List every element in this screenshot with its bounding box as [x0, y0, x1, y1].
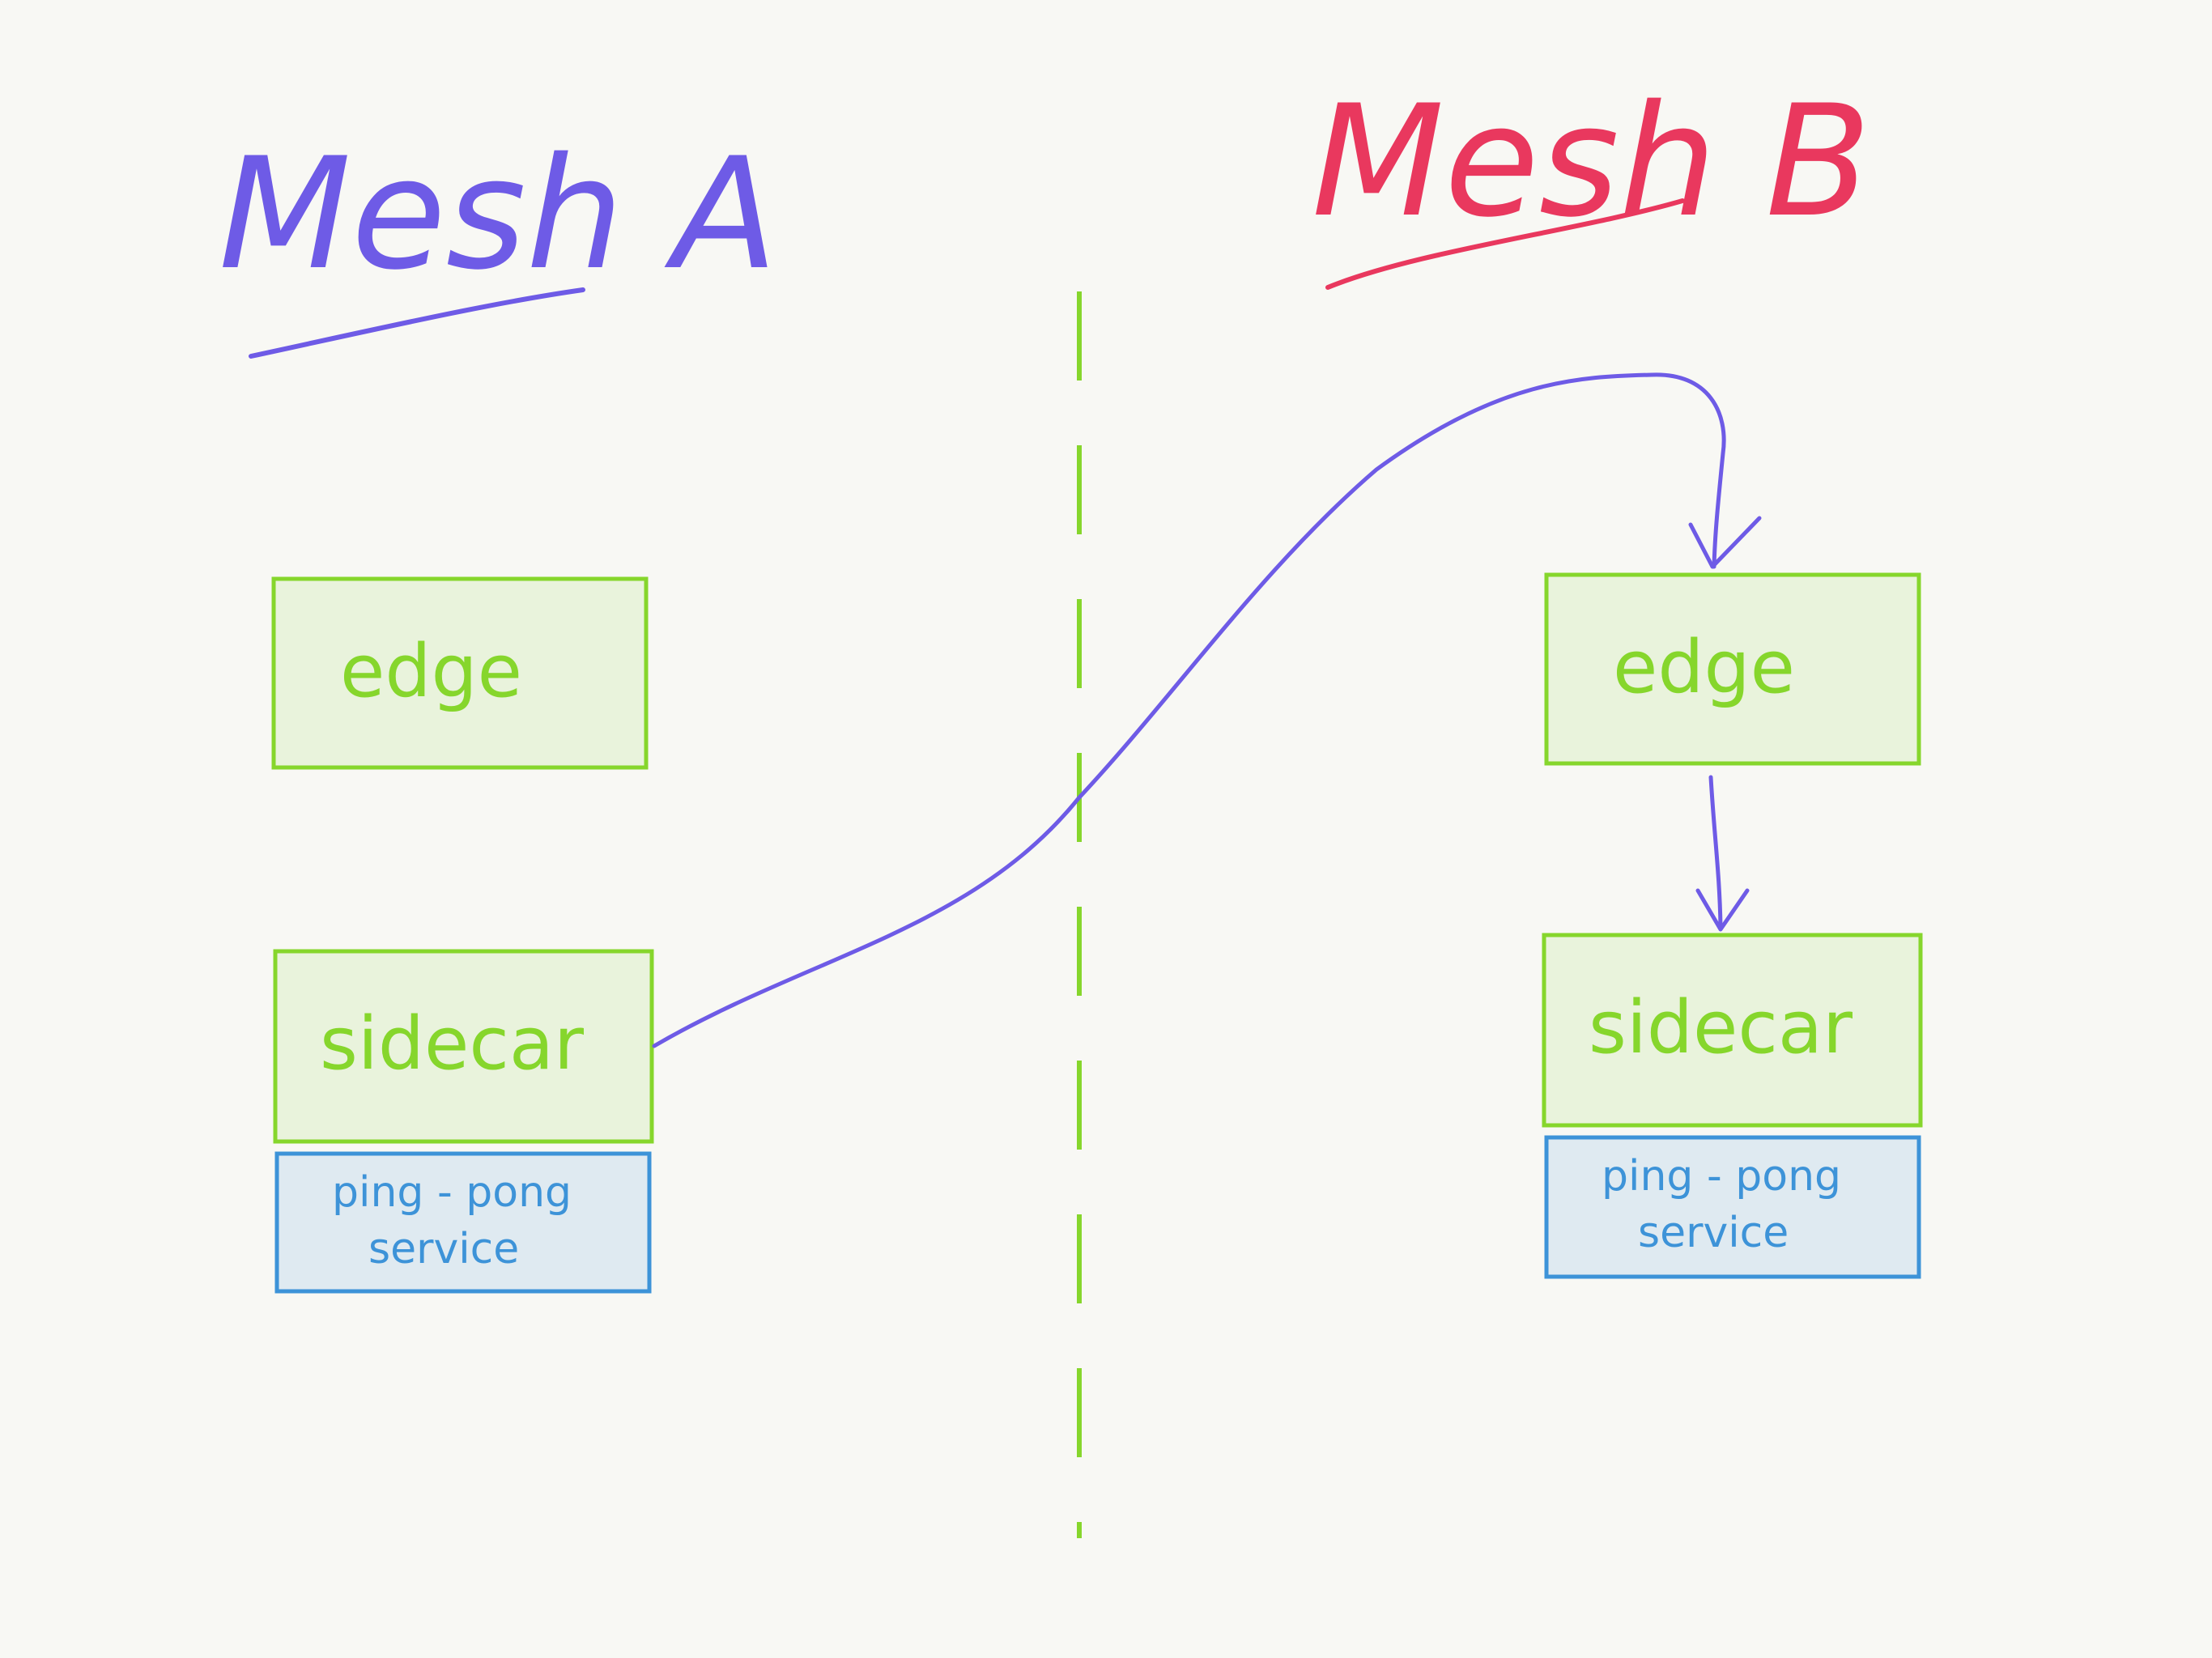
mesh-a-sidecar-label: sidecar	[320, 1001, 584, 1086]
mesh-a-service-box: ping - pong service	[274, 1151, 652, 1294]
edge-to-sidecar-arrow	[1708, 775, 1723, 929]
cross-mesh-connection-arrow	[652, 372, 1726, 1048]
mesh-b-sidecar-label: sidecar	[1589, 985, 1853, 1070]
mesh-b-service-line2: service	[1638, 1209, 1789, 1257]
mesh-b-service-box: ping - pong service	[1544, 1135, 1921, 1279]
cross-mesh-arrowhead	[1688, 516, 1762, 569]
mesh-a-service-line1: ping - pong	[332, 1168, 572, 1217]
mesh-a-edge-box: edge	[271, 576, 649, 770]
mesh-a-title: Mesh A	[219, 125, 778, 304]
mesh-b-underline	[1325, 198, 1685, 290]
mesh-b-edge-label: edge	[1613, 625, 1795, 710]
mesh-a-sidecar-box: sidecar	[273, 949, 654, 1144]
mesh-a-service-line2: service	[368, 1225, 519, 1273]
mesh-b-sidecar-box: sidecar	[1542, 933, 1923, 1128]
mesh-a-edge-label: edge	[340, 629, 522, 714]
edge-to-sidecar-arrowhead	[1695, 888, 1750, 932]
mesh-b-service-line1: ping - pong	[1602, 1152, 1841, 1201]
mesh-b-edge-box: edge	[1544, 572, 1921, 766]
mesh-a-underline	[249, 287, 585, 359]
